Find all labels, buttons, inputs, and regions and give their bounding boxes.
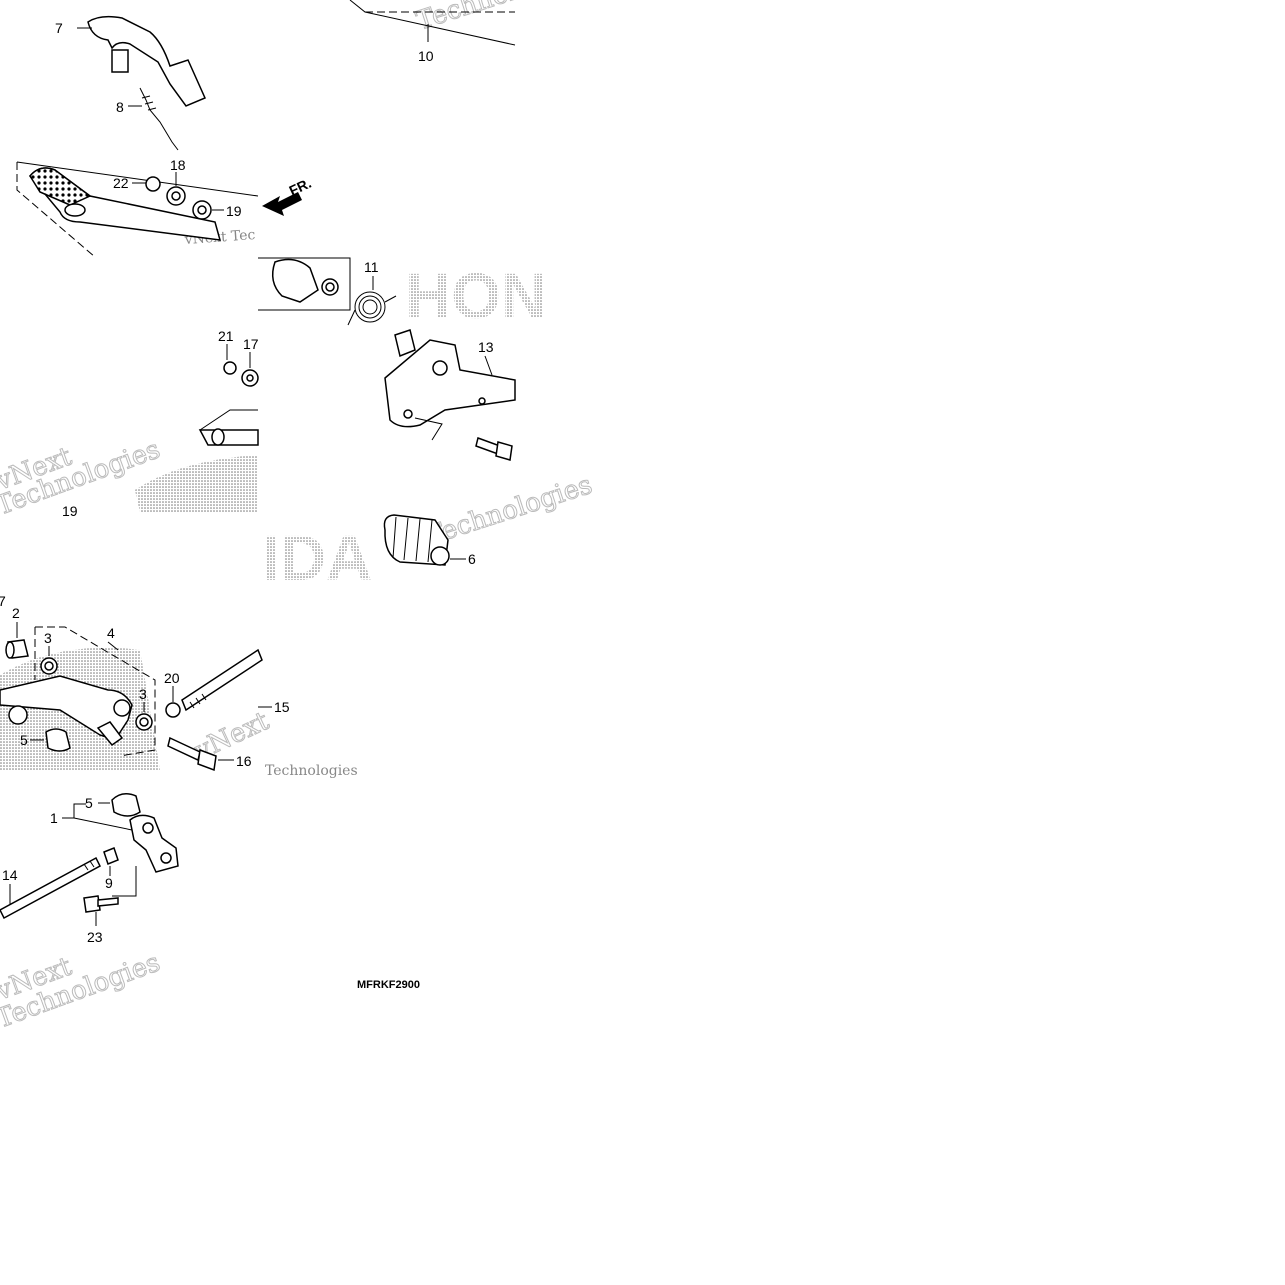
dotted-shadow-left [135,455,258,512]
front-direction-arrow: FR. [262,175,314,216]
callout-16: 16 [236,753,252,769]
callout-23: 23 [87,929,103,945]
part-18-washer [166,172,186,206]
shaft-assembly [258,257,351,311]
callout-18: 18 [170,157,186,173]
callout-11: 11 [364,259,379,275]
part-5-joint-lower [98,793,141,817]
part-22-clip [132,176,161,192]
part-5-joint-upper [30,728,71,752]
watermark-text: Technologies vNext Technologies Technolo… [0,0,596,1035]
callout-2: 2 [12,605,20,621]
callout-7: 7 [55,20,63,36]
honda-watermark-top: HON [405,260,547,332]
callout-14: 14 [2,867,18,883]
part-4-arm [0,675,133,747]
diagram-code: MFRKF2900 [357,979,420,991]
callout-15: 15 [274,699,290,715]
part-2-bushing [5,622,29,659]
svg-text:HON: HON [405,260,547,332]
callout-7b: 7 [0,593,6,609]
part-3-seal-lower [135,702,153,731]
part-15-rod [181,648,272,712]
callout-6: 6 [468,551,476,567]
callout-labels: 7 10 8 18 22 19 11 13 21 17 19 6 7 2 4 3… [0,20,494,945]
part-10-outline [349,0,516,46]
part-1-rod-end [62,803,179,897]
callout-1: 1 [50,810,58,826]
callout-8: 8 [116,99,124,115]
part-7-switch [77,15,206,107]
part-9-nut [103,847,119,876]
link-frame-4 [34,626,156,757]
part-20-nut [165,686,181,718]
callout-10: 10 [418,48,434,64]
callout-3b: 3 [139,686,147,702]
part-6-rubber [383,514,466,566]
part-17-washer [241,352,259,387]
callout-4: 4 [107,625,115,641]
callout-5a: 5 [20,732,28,748]
callout-21: 21 [218,328,234,344]
part-16-bolt [167,736,234,772]
callout-5b: 5 [85,795,93,811]
callout-22: 22 [113,175,129,191]
part-23-bolt [83,895,119,926]
svg-text:Technologies: Technologies [413,0,586,37]
svg-text:FR.: FR. [287,175,314,199]
part-13-plate [384,329,516,441]
callout-3a: 3 [44,630,52,646]
honda-watermark-bottom: IDA [262,522,372,594]
callout-9: 9 [105,875,113,891]
part-11-return-spring [347,276,397,326]
part-8-spring [128,87,179,151]
part-3-seal-upper [40,646,58,675]
callout-19b: 19 [62,503,78,519]
shift-pedal-upper [16,161,259,258]
callout-17: 17 [243,336,259,352]
callout-19: 19 [226,203,242,219]
svg-text:Technologies: Technologies [265,763,358,779]
part-21-nut [223,344,237,375]
svg-text:IDA: IDA [262,522,372,594]
pivot-pin [198,409,259,446]
part-19-seal [192,200,224,220]
svg-text:Technologies: Technologies [423,470,596,552]
callout-20: 20 [164,670,180,686]
part-14-rod [0,856,101,920]
callout-13: 13 [478,339,494,355]
bolt-shaft-13 [475,437,513,461]
